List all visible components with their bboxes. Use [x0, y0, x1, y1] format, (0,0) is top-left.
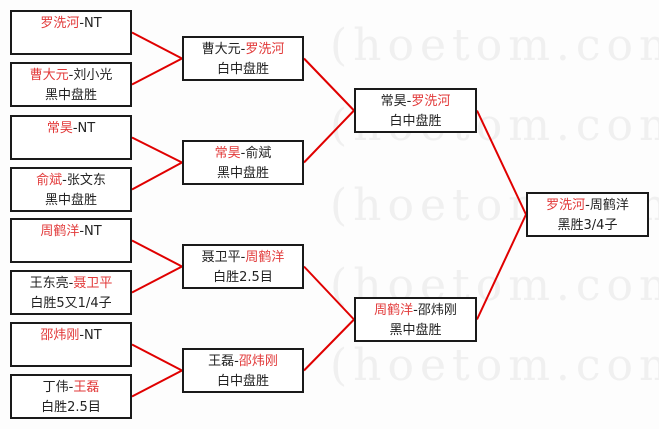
winner-name: 罗洗河	[245, 42, 285, 57]
match-players: 王东亮-聂卫平	[30, 276, 113, 291]
connector-line	[303, 318, 355, 372]
connector-line	[131, 239, 183, 268]
round1-match-box: 王东亮-聂卫平白胜5又1/4子	[10, 270, 132, 315]
match-players: 邵炜刚-NT	[40, 328, 101, 343]
match-result: 白中盘胜	[389, 114, 442, 129]
round3-match-box: 常昊-罗洗河白中盘胜	[354, 88, 477, 133]
connector-line	[303, 109, 355, 164]
connector-line	[131, 265, 183, 294]
player-name: -NT	[79, 16, 102, 31]
match-players: 常昊-俞斌	[215, 146, 272, 161]
player-name: -刘小光	[68, 68, 113, 83]
player-name: -俞斌	[240, 146, 272, 161]
match-result: 黑中盘胜	[389, 323, 442, 338]
final-match-box: 罗洗河-周鹤洋黑胜3/4子	[526, 192, 649, 237]
connector-line	[131, 369, 183, 398]
winner-name: 罗洗河	[411, 94, 451, 109]
connector-line	[131, 161, 183, 191]
winner-name: 常昊	[214, 146, 241, 161]
connector-line	[131, 31, 183, 60]
winner-name: 聂卫平	[73, 276, 113, 291]
player-name: -NT	[72, 121, 96, 136]
winner-name: 曹大元	[29, 68, 69, 83]
round3-match-box: 周鹤洋-邵炜刚黑中盘胜	[354, 297, 477, 342]
winner-name: 王磊	[73, 380, 100, 395]
match-players: 周鹤洋-邵炜刚	[374, 303, 457, 318]
player-name: -邵炜刚	[413, 303, 457, 318]
match-result: 黑中盘胜	[44, 88, 97, 103]
connector-line	[303, 57, 355, 112]
winner-name: 常昊	[46, 121, 73, 136]
player-name: 丁伟-	[42, 380, 74, 395]
round1-match-box: 常昊-NT	[10, 115, 132, 160]
round2-match-box: 曹大元-罗洗河白中盘胜	[182, 36, 304, 81]
player-name: -NT	[79, 328, 102, 343]
match-players: 常昊-NT	[47, 121, 95, 136]
match-result: 白中盘胜	[216, 62, 269, 77]
match-players: 曹大元-刘小光	[30, 68, 113, 83]
connector-line	[476, 214, 527, 320]
match-result: 黑胜3/4子	[557, 218, 618, 233]
match-players: 罗洗河-NT	[40, 16, 101, 31]
match-players: 王磊-邵炜刚	[208, 354, 278, 369]
connector-line	[131, 343, 183, 372]
player-name: 常昊-	[380, 94, 412, 109]
match-result: 白胜5又1/4子	[30, 296, 112, 311]
round1-match-box: 丁伟-王磊白胜2.5目	[10, 374, 132, 419]
round1-match-box: 俞斌-张文东黑中盘胜	[10, 167, 132, 212]
round1-match-box: 曹大元-刘小光黑中盘胜	[10, 62, 132, 107]
match-result: 白胜2.5目	[213, 270, 273, 285]
winner-name: 罗洗河	[40, 16, 80, 31]
round1-match-box: 邵炜刚-NT	[10, 322, 132, 367]
winner-name: 邵炜刚	[40, 328, 80, 343]
player-name: -张文东	[62, 173, 106, 188]
match-players: 罗洗河-周鹤洋	[546, 198, 629, 213]
connector-line	[131, 136, 183, 164]
connector-line	[303, 265, 355, 321]
match-players: 曹大元-罗洗河	[202, 42, 285, 57]
winner-name: 邵炜刚	[238, 354, 278, 369]
winner-name: 周鹤洋	[40, 224, 80, 239]
winner-name: 俞斌	[36, 173, 63, 188]
match-players: 丁伟-王磊	[43, 380, 100, 395]
round2-match-box: 王磊-邵炜刚白中盘胜	[182, 348, 304, 393]
match-players: 常昊-罗洗河	[381, 94, 451, 109]
match-result: 白中盘胜	[216, 374, 269, 389]
player-name: -NT	[79, 224, 102, 239]
round2-match-box: 聂卫平-周鹤洋白胜2.5目	[182, 244, 304, 289]
player-name: 曹大元-	[201, 42, 246, 57]
connector-line	[131, 57, 183, 86]
winner-name: 周鹤洋	[374, 303, 414, 318]
round2-match-box: 常昊-俞斌黑中盘胜	[182, 140, 304, 185]
player-name: 王东亮-	[29, 276, 74, 291]
match-result: 黑中盘胜	[216, 166, 269, 181]
match-players: 俞斌-张文东	[36, 173, 106, 188]
match-result: 黑中盘胜	[44, 193, 97, 208]
match-players: 聂卫平-周鹤洋	[202, 250, 285, 265]
match-players: 周鹤洋-NT	[40, 224, 101, 239]
winner-name: 周鹤洋	[245, 250, 285, 265]
connector-line	[476, 110, 527, 215]
player-name: -周鹤洋	[585, 198, 629, 213]
player-name: 王磊-	[208, 354, 239, 369]
round1-match-box: 罗洗河-NT	[10, 10, 132, 55]
round1-match-box: 周鹤洋-NT	[10, 218, 132, 263]
winner-name: 罗洗河	[546, 198, 586, 213]
player-name: 聂卫平-	[201, 250, 246, 265]
match-result: 白胜2.5目	[41, 400, 101, 415]
